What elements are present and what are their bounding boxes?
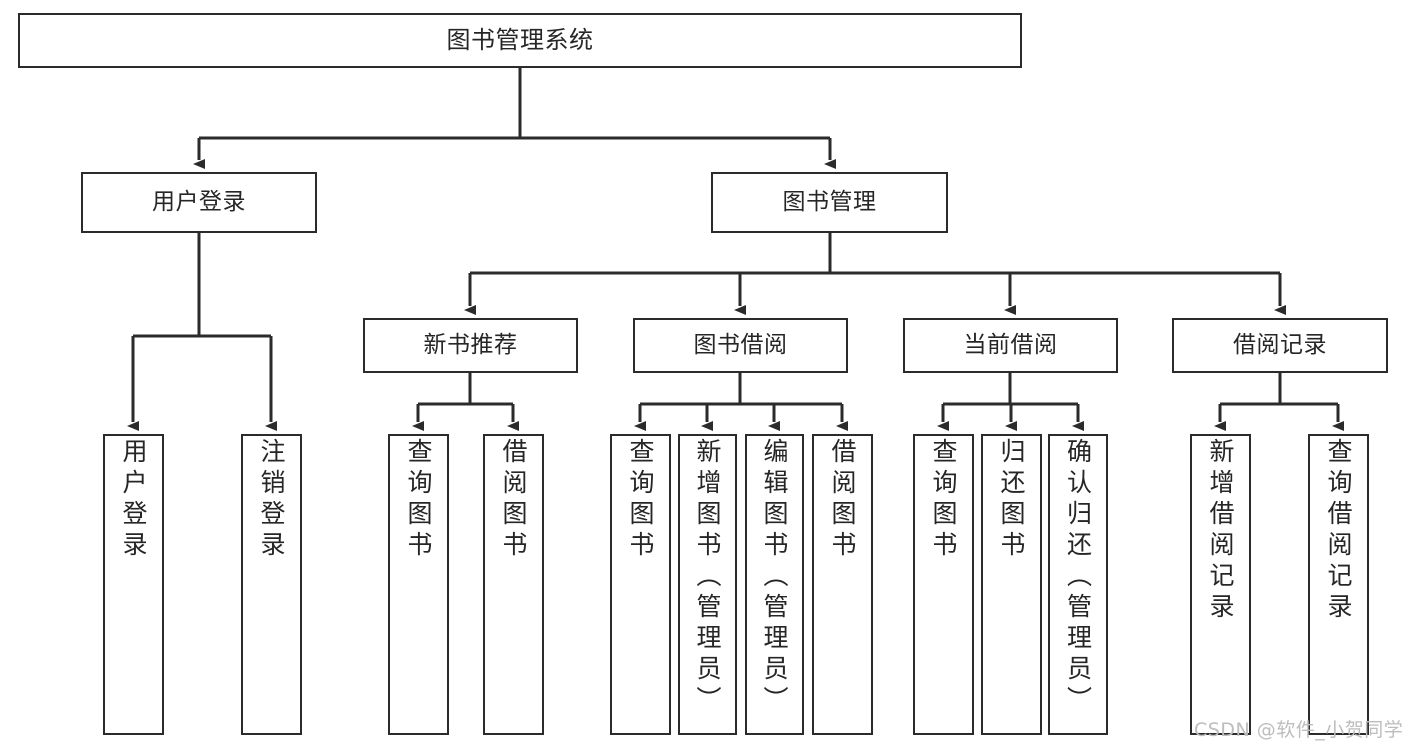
node-root[interactable]: 图书管理系统	[18, 13, 1022, 68]
node-leaf-query-book-1-label: 查询图书	[404, 438, 433, 562]
node-leaf-edit-book[interactable]: 编辑图书（管理员）	[745, 434, 804, 735]
node-leaf-borrow-book-2[interactable]: 借阅图书	[812, 434, 873, 735]
node-leaf-borrow-book-2-label: 借阅图书	[828, 438, 857, 562]
node-book-borrow-label: 图书借阅	[693, 331, 788, 358]
node-leaf-query-book-3[interactable]: 查询图书	[913, 434, 974, 735]
csdn-watermark: CSDN @软件_小贺同学	[1194, 719, 1404, 741]
node-leaf-confirm-return[interactable]: 确认归还（管理员）	[1048, 434, 1108, 735]
node-leaf-query-book-1[interactable]: 查询图书	[388, 434, 449, 735]
node-book-manage-label: 图书管理	[782, 188, 877, 215]
node-leaf-query-record[interactable]: 查询借阅记录	[1308, 434, 1369, 735]
node-leaf-add-book-label: 新增图书（管理员）	[693, 438, 722, 717]
node-leaf-logout[interactable]: 注销登录	[241, 434, 302, 735]
node-user-login[interactable]: 用户登录	[81, 172, 317, 233]
node-new-book-recommend-label: 新书推荐	[423, 331, 518, 358]
node-leaf-user-login[interactable]: 用户登录	[103, 434, 164, 735]
node-leaf-return-book-label: 归还图书	[997, 438, 1026, 562]
node-leaf-query-record-label: 查询借阅记录	[1324, 438, 1353, 624]
node-new-book-recommend[interactable]: 新书推荐	[363, 318, 578, 373]
node-leaf-borrow-book-1[interactable]: 借阅图书	[483, 434, 544, 735]
node-leaf-user-login-label: 用户登录	[119, 438, 148, 562]
node-user-login-label: 用户登录	[152, 188, 246, 215]
node-current-borrow[interactable]: 当前借阅	[903, 318, 1118, 373]
node-leaf-logout-label: 注销登录	[257, 438, 286, 562]
node-leaf-borrow-book-1-label: 借阅图书	[499, 438, 528, 562]
node-leaf-query-book-3-label: 查询图书	[929, 438, 958, 562]
node-leaf-confirm-return-label: 确认归还（管理员）	[1063, 438, 1093, 717]
node-leaf-query-book-2[interactable]: 查询图书	[610, 434, 671, 735]
node-leaf-add-record[interactable]: 新增借阅记录	[1190, 434, 1251, 735]
node-leaf-add-book[interactable]: 新增图书（管理员）	[678, 434, 737, 735]
node-leaf-query-book-2-label: 查询图书	[626, 438, 655, 562]
node-root-label: 图书管理系统	[446, 26, 594, 55]
node-book-manage[interactable]: 图书管理	[711, 172, 948, 233]
node-current-borrow-label: 当前借阅	[963, 331, 1058, 358]
node-leaf-return-book[interactable]: 归还图书	[981, 434, 1042, 735]
node-borrow-record[interactable]: 借阅记录	[1172, 318, 1388, 373]
node-leaf-edit-book-label: 编辑图书（管理员）	[760, 438, 789, 717]
node-leaf-add-record-label: 新增借阅记录	[1206, 438, 1235, 624]
node-borrow-record-label: 借阅记录	[1233, 331, 1327, 358]
node-book-borrow[interactable]: 图书借阅	[633, 318, 848, 373]
